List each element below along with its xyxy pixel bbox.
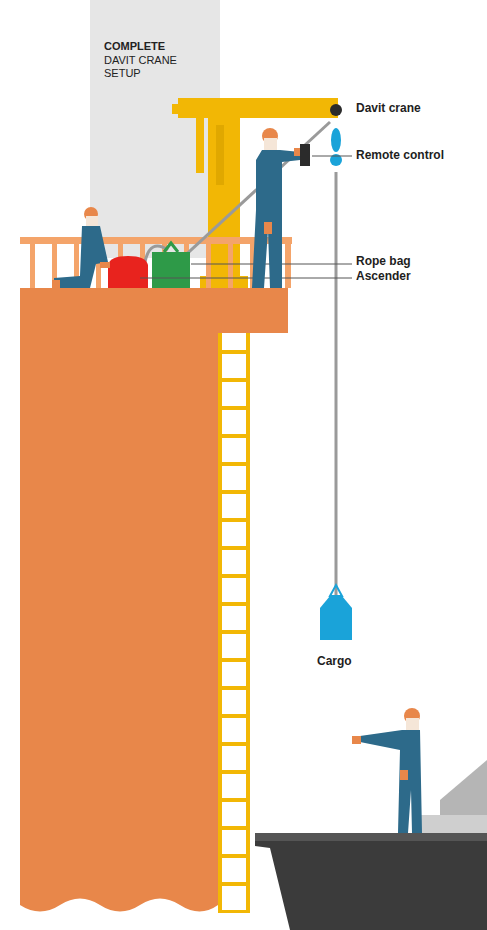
part-label: Ascender xyxy=(356,270,411,284)
remote-control xyxy=(300,144,310,166)
rope xyxy=(335,172,338,596)
leader-lines xyxy=(140,156,352,278)
cargo-bag xyxy=(320,596,352,640)
hook-block xyxy=(330,128,342,596)
ship xyxy=(255,760,487,930)
rope-bag xyxy=(152,252,190,288)
part-label: Cargo xyxy=(317,655,352,669)
part-label: Davit crane xyxy=(356,102,421,116)
rope xyxy=(178,122,330,262)
worker-kneeling xyxy=(52,207,110,288)
title-panel xyxy=(90,0,220,258)
worker-operator xyxy=(252,128,300,288)
part-label: Rope bag xyxy=(356,255,411,269)
part-label: Remote control xyxy=(356,149,444,163)
ascender xyxy=(108,256,148,288)
ladder xyxy=(218,333,250,913)
subtitle: DAVIT CRANE SETUP xyxy=(104,54,184,79)
worker-ship xyxy=(352,708,422,833)
title: COMPLETE xyxy=(104,40,165,53)
